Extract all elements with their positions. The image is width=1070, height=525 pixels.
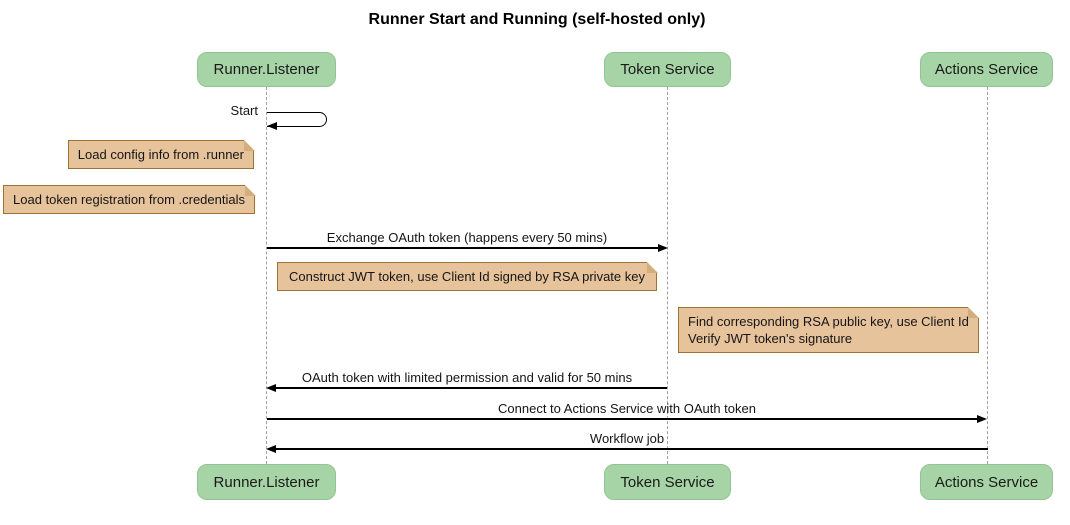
participant-token-service-top: Token Service (604, 52, 731, 87)
lifeline-token-service (667, 87, 668, 464)
message-line (267, 247, 659, 249)
diagram-title: Runner Start and Running (self-hosted on… (368, 11, 706, 28)
lifeline-runner-listener (266, 87, 267, 464)
participant-token-service-bottom: Token Service (604, 464, 731, 500)
message-line (276, 387, 667, 389)
note-line: Verify JWT token's signature (688, 331, 853, 346)
participant-actions-service-bottom: Actions Service (920, 464, 1053, 500)
message-label-connect: Connect to Actions Service with OAuth to… (498, 401, 756, 416)
note-construct-jwt: Construct JWT token, use Client Id signe… (277, 261, 658, 291)
arrowhead-right-icon (977, 414, 987, 423)
message-label-exchange-oauth: Exchange OAuth token (happens every 50 m… (326, 230, 608, 245)
note-line: Find corresponding RSA public key, use C… (688, 314, 969, 329)
message-line (267, 418, 978, 420)
self-message-arrow (267, 112, 327, 127)
arrowhead-left-icon (266, 383, 276, 392)
lifeline-actions-service (987, 87, 988, 464)
arrowhead-right-icon (658, 243, 668, 252)
arrowhead-left-icon (266, 444, 276, 453)
arrowhead-left-icon (267, 122, 277, 130)
participant-runner-listener-bottom: Runner.Listener (197, 464, 336, 500)
message-line (276, 448, 988, 450)
message-label-oauth-return: OAuth token with limited permission and … (301, 370, 633, 385)
note-load-token-registration: Load token registration from .credential… (3, 184, 256, 214)
message-label-start: Start (230, 103, 258, 118)
participant-actions-service-top: Actions Service (920, 52, 1053, 87)
message-label-workflow-job: Workflow job (589, 431, 665, 446)
note-load-config: Load config info from .runner (67, 139, 255, 169)
note-verify-jwt: Find corresponding RSA public key, use C… (678, 306, 980, 353)
participant-runner-listener-top: Runner.Listener (197, 52, 336, 87)
